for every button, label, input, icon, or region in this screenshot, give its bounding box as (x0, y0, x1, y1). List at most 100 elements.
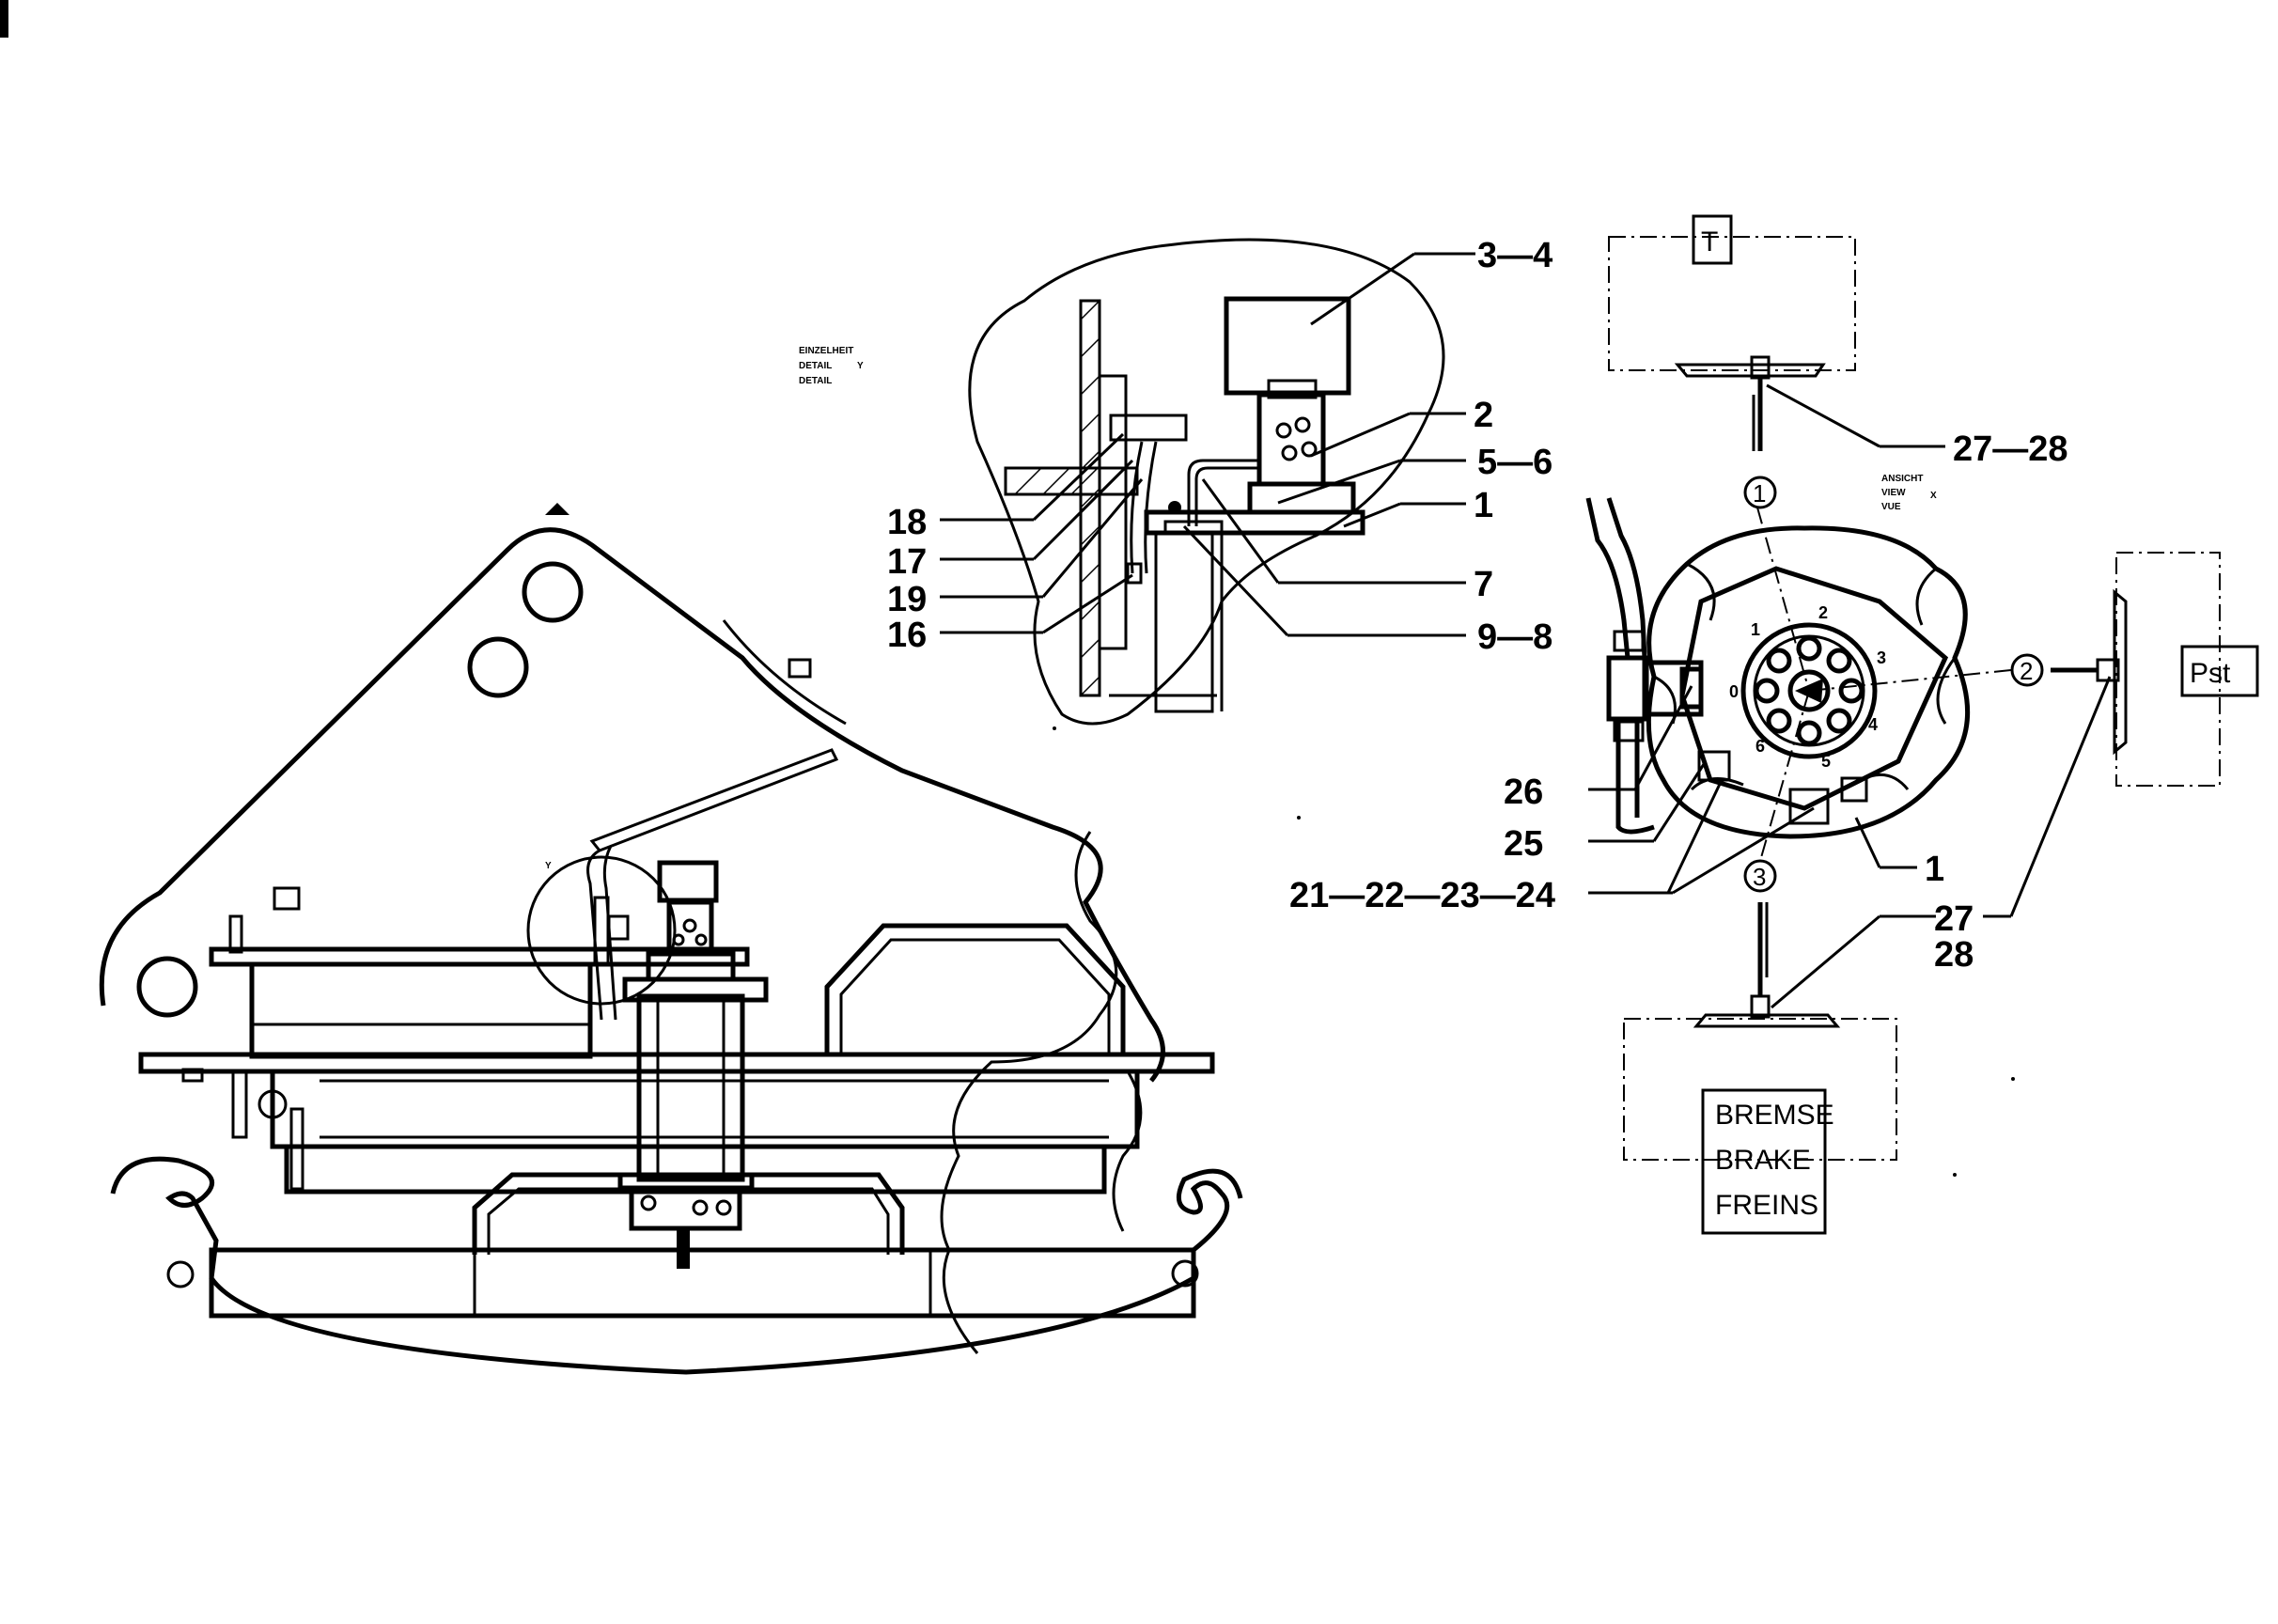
plate-hatch (1014, 467, 1127, 495)
port-2-circle (2010, 653, 2044, 687)
corner-mark (0, 0, 8, 38)
detail-valve-base (1247, 481, 1356, 515)
callout-27-28-top: 27—28 (1953, 429, 2068, 469)
rotor-outer (1740, 622, 1878, 759)
detail-y-title-line-3: DETAIL (799, 376, 832, 386)
joint-port-2 (692, 1199, 709, 1216)
port-2-label: 2 (2020, 657, 2033, 685)
hose-edge (1606, 497, 1647, 659)
small-plate (273, 886, 301, 911)
rotor-bolt-7 (1754, 678, 1780, 704)
bracket-inner-line (722, 619, 847, 726)
detail-y-outline (968, 238, 1445, 726)
leader-21-24-a (1666, 779, 1724, 894)
brake-label-1: BREMSE (1715, 1100, 1834, 1131)
slew-ring-body (270, 1069, 1140, 1149)
detail-y-title-line-2: DETAIL (799, 361, 832, 371)
detail-pipe-inner (1194, 466, 1259, 526)
leader-17 (1032, 459, 1134, 561)
small-roller (257, 1089, 288, 1119)
mounting-bracket (1098, 374, 1128, 650)
boom-pin-hole-2 (467, 636, 529, 698)
speck-4 (1297, 816, 1301, 820)
leader-18 (1032, 432, 1125, 522)
boom-pin-hole-1 (522, 561, 584, 623)
post-left-3 (289, 1107, 304, 1191)
post-left-1 (228, 914, 243, 954)
left-tee (1606, 655, 1649, 722)
view-x: ANSICHT VIEW VUE X T 1 Pst 2 BREMSE BRAK… (1585, 214, 2259, 1235)
leader-1-view (1854, 817, 1881, 868)
speck-3 (2011, 1077, 2015, 1081)
leader-25 (1652, 760, 1708, 842)
valve-body-hex (1679, 566, 1949, 811)
bolt-head-1 (181, 1068, 204, 1083)
detail-leaders (940, 252, 1475, 637)
main-view-detail-letter: Y (545, 861, 552, 871)
pst-label: Pst (2190, 658, 2231, 689)
valve-port-a (682, 918, 697, 933)
hose (1585, 497, 1630, 659)
rotor-bolt-4 (1826, 708, 1852, 734)
brake-box (1623, 1018, 1897, 1161)
detail-y-title-line-1: EINZELHEIT (799, 346, 853, 356)
right-frame-trapezoid (824, 923, 1126, 1054)
leader-2 (1310, 412, 1411, 458)
pst-port-block (2113, 588, 2128, 756)
hose-ferrule (1613, 630, 1645, 652)
callout-1-view: 1 (1925, 850, 1944, 889)
view-x-leaders (1588, 383, 2112, 1009)
plate-section (1004, 466, 1139, 496)
face-num-4: 4 (1868, 715, 1878, 734)
view-x-letter: X (1930, 491, 1937, 501)
leader-16 (1042, 573, 1133, 634)
callout-2: 2 (1474, 396, 1493, 435)
hook-hole-left (166, 1260, 195, 1288)
pipe-bend-inner (602, 845, 617, 1021)
post-left-2 (231, 1070, 248, 1139)
face-num-3: 3 (1877, 648, 1886, 667)
detail-base-plate (1144, 509, 1365, 536)
callout-3-4: 3—4 (1477, 236, 1552, 275)
port-1-label: 1 (1753, 479, 1766, 508)
bottom-bracket-3 (1840, 776, 1868, 803)
speck-2 (1953, 1173, 1957, 1177)
leader-7 (1201, 478, 1280, 584)
rotor-bolt-8 (1766, 648, 1792, 674)
wall-hatch (1080, 300, 1100, 696)
detail-valve-port-3 (1281, 445, 1298, 461)
port-3-label: 3 (1753, 863, 1766, 891)
callout-27-right: 27 (1934, 899, 1974, 939)
detail-valve-cap (1267, 379, 1318, 399)
callout-26: 26 (1504, 773, 1543, 812)
detail-valve-top (1224, 296, 1351, 396)
bracket-tip-mark (545, 503, 570, 515)
speck-1 (1053, 726, 1056, 730)
hose-lower (1615, 719, 1655, 835)
detail-bolt (1163, 520, 1224, 535)
leader-9-8 (1182, 524, 1289, 637)
pst-label-frame (2180, 645, 2259, 697)
face-num-1: 1 (1751, 620, 1760, 639)
tank-box (1608, 236, 1856, 371)
joint-port-1 (640, 1195, 657, 1211)
pipe-lever (589, 748, 839, 852)
face-num-2: 2 (1818, 603, 1828, 622)
callout-28-right: 28 (1934, 935, 1974, 975)
callout-1-detail: 1 (1474, 486, 1493, 525)
leader-3-4 (1310, 252, 1415, 326)
bracket-bolt-block (1109, 414, 1188, 442)
brake-port-block (1693, 1013, 1841, 1028)
detail-callouts: 3—4 2 5—6 1 7 9—8 18 17 19 16 (887, 236, 1552, 657)
hose-ferrule-2 (1613, 720, 1645, 742)
valve-flange (1646, 525, 1971, 839)
bottom-bracket-1 (1697, 750, 1731, 782)
undercarriage-base (110, 1156, 1243, 1375)
rotor-bolts (1754, 635, 1865, 746)
port-1-circle (1743, 476, 1777, 509)
rotor-bolt-3 (1838, 678, 1865, 704)
callout-7: 7 (1474, 565, 1493, 604)
callout-17: 17 (887, 542, 927, 582)
leader-27-right (2009, 676, 2112, 917)
